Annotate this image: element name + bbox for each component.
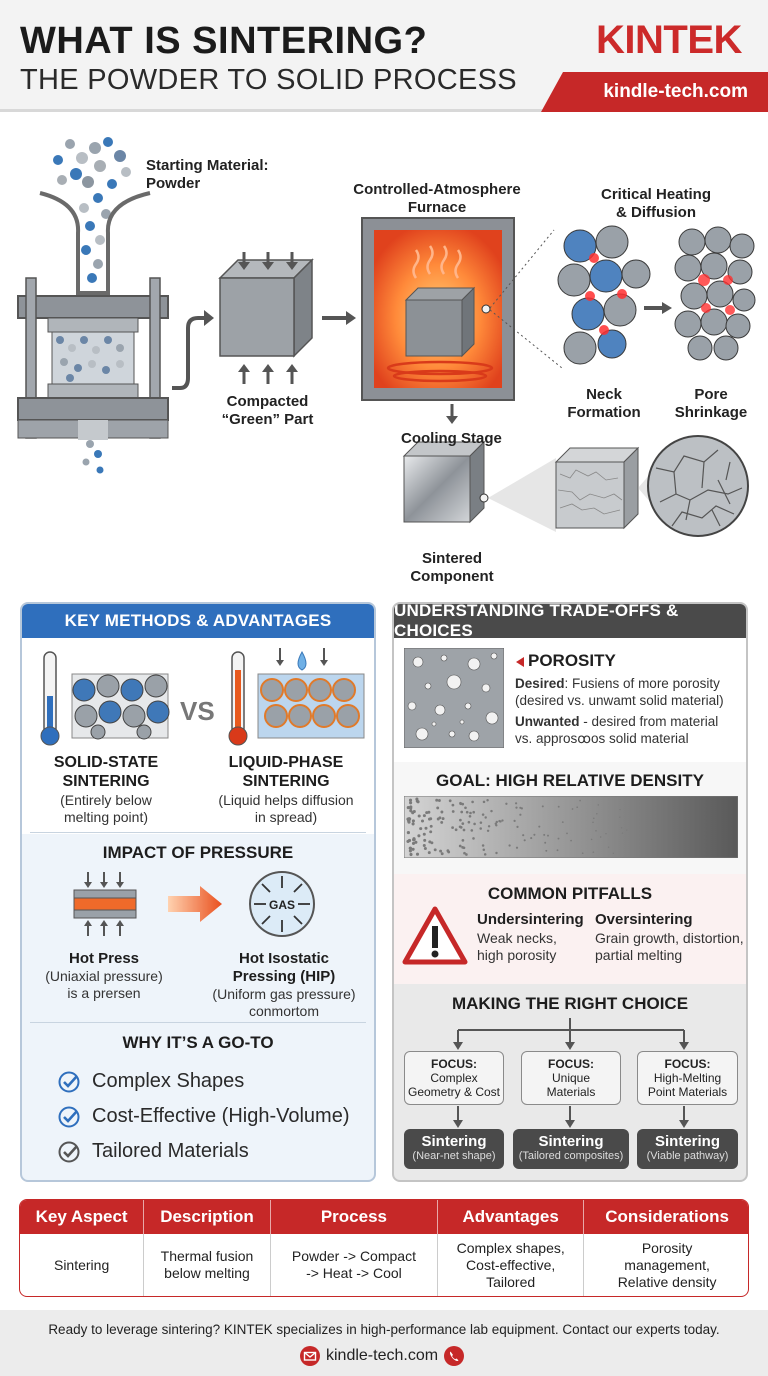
- sintered-cube-icon: [402, 440, 489, 524]
- porosity-texture-icon: [404, 648, 504, 748]
- sintering-types-illustration: VS: [40, 648, 365, 746]
- pressure-illustration: GAS: [73, 871, 315, 937]
- footer: [0, 1310, 768, 1376]
- gas-label: GAS: [269, 898, 295, 912]
- oversintering-desc: Grain growth, distortion,partial melting: [595, 930, 744, 963]
- grain-structure-icon: [647, 435, 749, 537]
- pitfalls-title: COMMON PITFALLS: [487, 884, 653, 903]
- warning-triangle-icon: [402, 906, 468, 965]
- liquid-drop-icon: [297, 650, 307, 671]
- choice-title: MAKING THE RIGHT CHOICE: [451, 994, 689, 1013]
- label-heating-diffusion: Critical Heating& Diffusion: [600, 186, 712, 221]
- green-part-cube-icon: [218, 258, 314, 358]
- label-starting-material: Starting Material:Powder: [146, 157, 269, 192]
- check-circle-icon: [58, 1071, 80, 1092]
- footer-contact: kindle-tech.com: [300, 1346, 465, 1366]
- key-methods-header: KEY METHODS & ADVANTAGES: [22, 604, 374, 638]
- page-subtitle: THE POWDER TO SOLID PROCESS: [20, 64, 517, 96]
- porosity-desired: Desired: Fusiens of more porosity (desir…: [515, 676, 724, 708]
- col-considerations: Considerations: [583, 1200, 748, 1234]
- label-cooling-stage: Cooling Stage: [401, 430, 502, 447]
- col-description: Description: [143, 1200, 271, 1234]
- header-band: [0, 0, 768, 112]
- thermometer-cold-icon: [40, 651, 60, 746]
- table-header-row: Key Aspect Description Process Advantage…: [20, 1200, 748, 1234]
- density-gradient-bar: [404, 796, 738, 858]
- pitfalls-section: [394, 874, 746, 984]
- check-circle-icon: [58, 1106, 80, 1127]
- col-key-aspect: Key Aspect: [20, 1200, 145, 1234]
- col-process: Process: [270, 1200, 439, 1234]
- cell-key-aspect: Sintering: [20, 1234, 145, 1296]
- porosity-unwanted: Unwanted - desired from material vs. app…: [515, 714, 719, 746]
- pressure-title: IMPACT OF PRESSURE: [102, 843, 294, 862]
- divider: [30, 832, 366, 833]
- hot-press-title: Hot Press: [68, 950, 140, 967]
- footer-site-link[interactable]: kindle-tech.com: [326, 1347, 439, 1364]
- undersintering-title: Undersintering: [477, 911, 584, 928]
- benefit-item: Cost-Effective (High-Volume): [58, 1099, 350, 1134]
- hip-chamber-icon: GAS: [249, 871, 315, 937]
- oversintering-title: Oversintering: [595, 911, 693, 928]
- page-title: WHAT IS SINTERING?: [20, 20, 428, 62]
- check-circle-icon: [58, 1141, 80, 1162]
- result-tailored-composites: Sintering(Tailored composites): [513, 1129, 629, 1169]
- phone-icon[interactable]: [444, 1346, 465, 1366]
- divider: [30, 1022, 366, 1023]
- cell-advantages: Complex shapes,Cost-effective,Tailored: [437, 1234, 585, 1296]
- hip-desc: (Uniform gas pressure)conmortom: [212, 986, 356, 1019]
- porosity-title: POROSITY: [528, 651, 616, 670]
- pore-shrinkage-icon: [674, 226, 756, 361]
- vs-label: VS: [180, 696, 215, 726]
- col-advantages: Advantages: [437, 1200, 585, 1234]
- benefits-list: Complex Shapes Cost-Effective (High-Volu…: [58, 1064, 350, 1169]
- microstructure-cube-icon: [554, 446, 640, 530]
- arrow-right-icon: [168, 886, 222, 922]
- process-diagram: [17, 137, 756, 537]
- result-near-net-shape: Sintering(Near-net shape): [404, 1129, 504, 1169]
- why-title: WHY IT’S A GO-TO: [122, 1033, 274, 1052]
- label-compacted-part: Compacted“Green” Part: [221, 393, 314, 428]
- neck-formation-icon: [557, 225, 651, 365]
- furnace-icon: [361, 217, 515, 401]
- tradeoffs-header: UNDERSTANDING TRADE-OFFS & CHOICES: [394, 604, 746, 640]
- footer-cta: Ready to leverage sintering? KINTEK spec…: [48, 1322, 720, 1337]
- email-icon[interactable]: [300, 1346, 320, 1366]
- thermometer-hot-icon: [228, 651, 248, 746]
- brand-logo: KINTEK: [596, 18, 742, 62]
- choice-flow-lines: [453, 1018, 689, 1128]
- hot-press-icon: [73, 872, 137, 936]
- hot-press-desc: (Uniaxial pressure)is a prersen: [45, 968, 163, 1001]
- header-site-link[interactable]: kindle-tech.com: [541, 72, 768, 112]
- triangle-marker-icon: [516, 657, 524, 667]
- goal-title: GOAL: HIGH RELATIVE DENSITY: [436, 771, 704, 790]
- result-viable-pathway: Sintering(Viable pathway): [637, 1129, 738, 1169]
- compaction-press-icon: [17, 277, 169, 440]
- undersintering-desc: Weak necks,high porosity: [477, 930, 557, 963]
- cell-process: Powder -> Compact-> Heat -> Cool: [270, 1234, 439, 1296]
- benefit-item: Tailored Materials: [58, 1134, 350, 1169]
- benefit-item: Complex Shapes: [58, 1064, 350, 1099]
- summary-table: Key Aspect Description Process Advantage…: [19, 1199, 749, 1297]
- powder-particles-icon: [53, 137, 131, 283]
